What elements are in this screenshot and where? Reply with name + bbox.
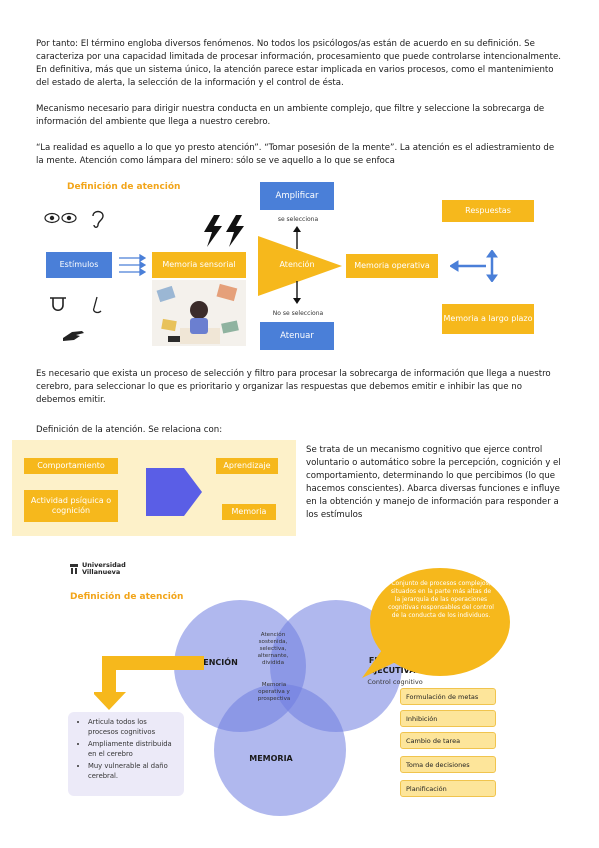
list-item: Muy vulnerable al daño cerebral. [88,762,178,781]
quote-paragraph: “La realidad es aquello a lo que yo pres… [36,143,555,166]
university-name: Universidad Villanueva [82,561,126,576]
bubble-text: Conjunto de procesos complejos, situados… [388,580,494,619]
lightning-icon [204,215,244,247]
selection-paragraph: Es necesario que exista un proceso de se… [36,369,551,405]
attention-flow-diagram: Definición de atención Estímulos Memoria… [0,0,599,360]
university-logo [70,564,78,574]
tag-formulacion: Formulación de metas [400,688,496,705]
atencion-circle-label: ATENCIÓN [192,658,238,667]
atenuar-box: Atenuar [260,322,334,350]
aprendizaje-box: Aprendizaje [216,458,278,474]
estimulos-box: Estímulos [46,252,112,278]
venn-diagram: Universidad Villanueva Definición de ate… [66,560,522,806]
arrow-down-icon [293,281,301,304]
ear-icon [92,210,104,228]
stressed-person-illustration [152,280,246,346]
se-selecciona-label: se selecciona [277,216,319,223]
list-item: Ampliamente distribuida en el cerebro [88,740,178,759]
memoria-largo-plazo-box: Memoria a largo plazo [442,304,534,334]
attention-features-list: Articula todos los procesos cognitivos A… [68,712,184,796]
definition-paragraph: Se trata de un mecanismo cognitivo que e… [306,445,561,520]
memoria-circle-label: MEMORIA [249,754,293,763]
list-item: Articula todos los procesos cognitivos [88,718,178,737]
nose-icon [92,296,102,314]
no-se-selecciona-label: No se selecciona [272,310,324,317]
overlap-top-label: Atención sostenida, selectiva, alternant… [257,632,289,666]
tag-planificacion: Planificación [400,780,496,797]
relation-diagram: Comportamiento Actividad psíquica o cogn… [12,440,296,536]
arrow-up-icon [293,226,301,249]
fig3-title: Definición de atención [70,592,184,602]
overlap-center-label: Memoria operativa y prospectiva [257,682,291,702]
double-arrow-icon [450,250,498,282]
intro-paragraph: Por tanto: El término engloba diversos f… [36,39,562,88]
triple-arrows-icon [119,254,146,276]
atencion-label: Atención [279,260,315,269]
atencion-funnel [258,236,342,296]
bent-arrow-icon [94,656,204,710]
memoria-operativa-box: Memoria operativa [346,254,438,278]
venn-circles [174,600,402,816]
amplificar-box: Amplificar [260,182,334,210]
respuestas-box: Respuestas [442,200,534,222]
tongue-icon [50,297,66,312]
hand-icon [63,331,84,341]
mechanism-paragraph: Mecanismo necesario para dirigir nuestra… [36,104,545,127]
actividad-box: Actividad psíquica o cognición [24,490,118,522]
tag-cambio: Cambio de tarea [400,732,496,749]
memoria-sensorial-box: Memoria sensorial [152,252,246,278]
relation-heading: Definición de la atención. Se relaciona … [36,425,223,435]
control-cognitivo-label: Control cognitivo [367,678,423,686]
memoria-box: Memoria [222,504,276,520]
eyes-icon [44,212,77,224]
speech-bubble [362,568,510,678]
fig1-title: Definición de atención [67,182,181,192]
comportamiento-box: Comportamiento [24,458,118,474]
tag-decisiones: Toma de decisiones [400,756,496,773]
right-arrow-shape [146,468,202,516]
tag-inhibicion: Inhibición [400,710,496,727]
